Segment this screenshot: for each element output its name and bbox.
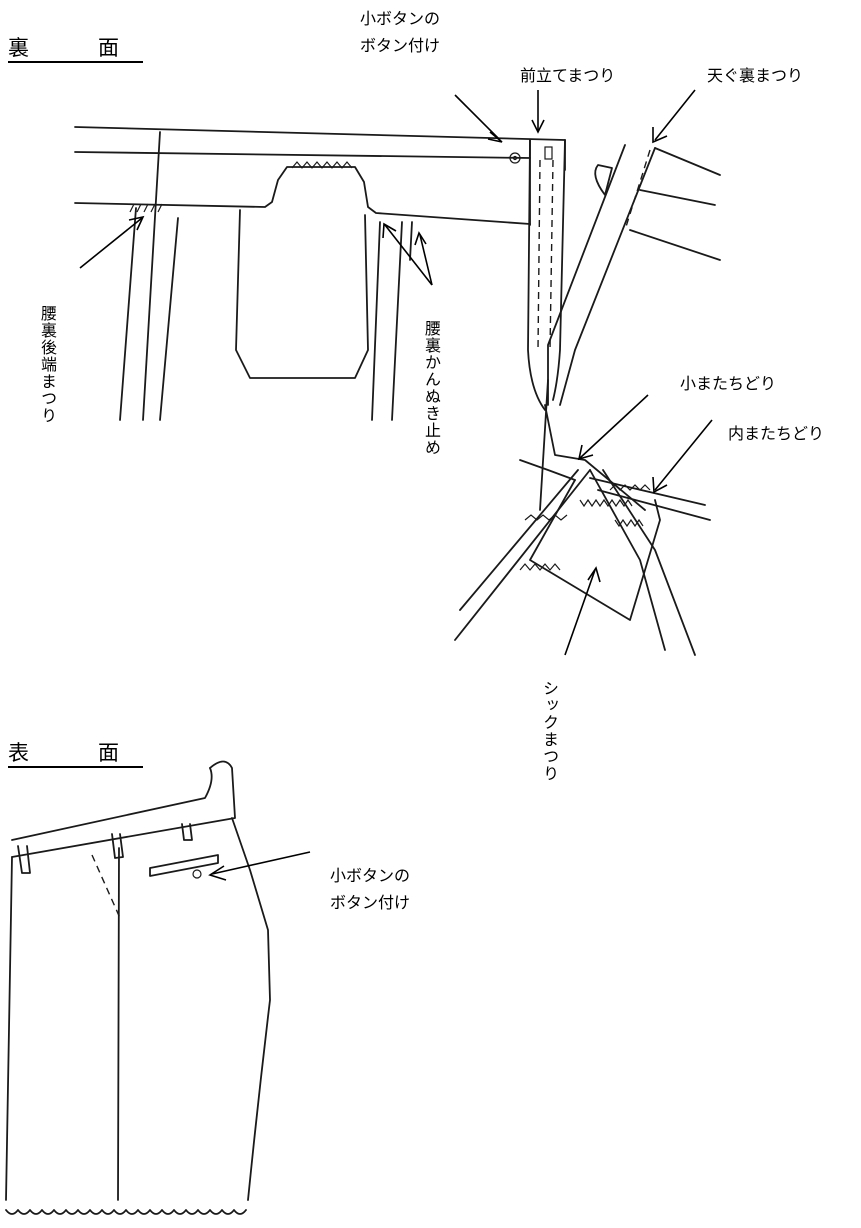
front-fly xyxy=(527,139,566,411)
back-side-heading: 裏 面 xyxy=(8,35,143,63)
front-side-heading: 表 面 xyxy=(8,740,143,768)
crotch-lining xyxy=(547,144,721,406)
label-front-fly-hem: 前立てまつり xyxy=(520,66,616,85)
crotch-area xyxy=(454,379,711,656)
label-small-crotch-stitch: 小またちどり xyxy=(680,374,777,393)
waistband-back xyxy=(74,126,566,226)
label-inner-crotch-stitch: 内またちどり xyxy=(728,424,825,443)
label-sick-hem: シックまつり xyxy=(540,680,559,782)
label-small-button-bottom: 小ボタンの ボタン付け xyxy=(330,866,411,912)
back-pointer-arrows xyxy=(79,89,713,656)
label-waist-lining-bartack: 腰裏かんぬき止め xyxy=(422,320,441,456)
back-legs xyxy=(119,131,413,421)
front-side-illustration xyxy=(5,760,311,1215)
label-small-button-top: 小ボタンの ボタン付け xyxy=(360,9,441,55)
label-waist-lining-back-end: 腰裏後端まつり xyxy=(38,305,57,424)
label-crotch-lining-hem: 天ぐ裏まつり xyxy=(707,66,804,85)
